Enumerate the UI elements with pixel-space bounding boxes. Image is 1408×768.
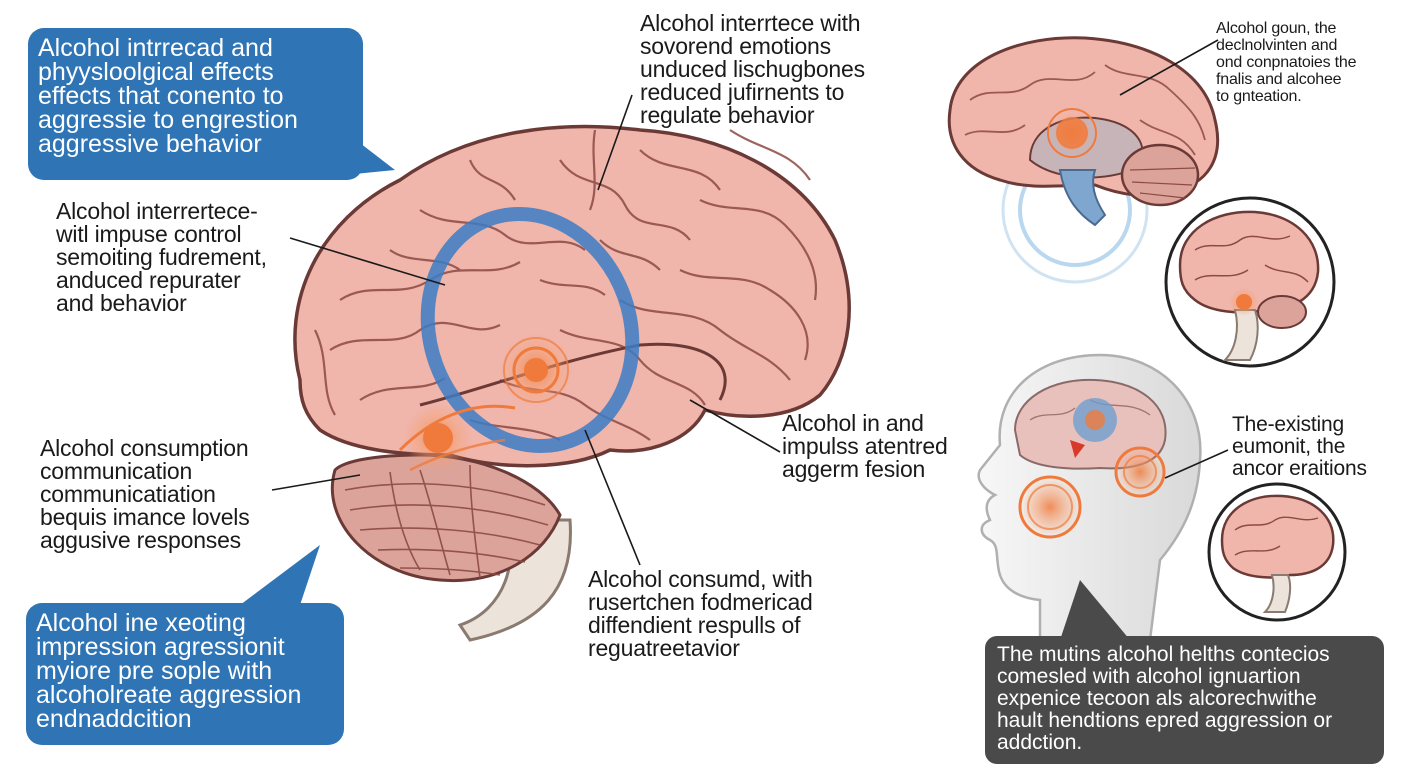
callout-line: The mutins alcohol helths contecios [997, 643, 1330, 666]
label-line: ond conpnatoies the [1216, 54, 1357, 71]
label-line: aggerm fesion [782, 456, 926, 482]
callout-line: alcoholreate aggression [36, 681, 302, 709]
label-line: bequis imance lovels [40, 504, 250, 530]
callout-line: expenice tecoon als alcorechwithe [997, 687, 1317, 710]
label-line: regulate behavior [640, 102, 815, 128]
label-line: diffendient respulls of [588, 612, 801, 638]
label-line: reguatreetavior [588, 635, 740, 661]
label-line: aggusive responses [40, 527, 241, 553]
label-line: reduced jufirnents to [640, 79, 845, 105]
label-line: semoiting fudrement, [56, 244, 267, 270]
callout-line: Alcohol intrrecad and [38, 34, 273, 62]
label-line: rusertchen fodmericad [588, 589, 813, 615]
callout-top-left: Alcohol intrrecad and phyysloolgical eff… [28, 28, 363, 180]
label-left-lower: Alcohol consumption communication commun… [40, 437, 250, 552]
callout-line: endnaddcition [36, 705, 192, 733]
label-center-bottom: Alcohol consumd, with rusertchen fodmeri… [588, 568, 813, 660]
label-mid-right: The-existing eumonit, the ancor eraition… [1232, 414, 1367, 480]
callout-line: effects that conento to [38, 82, 284, 110]
label-top-right: Alcohol goun, the declnolvinten and ond … [1216, 20, 1357, 105]
label-line: communicatiation [40, 481, 216, 507]
callout-line: addction. [997, 731, 1083, 754]
label-center-right: Alcohol in and impulss atentred aggerm f… [782, 412, 948, 481]
leader-lines [271, 39, 1229, 566]
head-profile [977, 353, 1202, 642]
callout-pointer-bottom-left [240, 545, 320, 605]
callout-line: Alcohol ine xeoting [36, 609, 246, 637]
label-line: ancor eraitions [1232, 457, 1367, 480]
label-line: unduced lischugbones [640, 56, 865, 82]
label-line: The-existing [1232, 413, 1344, 436]
label-line: fnalis and alcohee [1216, 71, 1342, 88]
inset-brain-top [1164, 196, 1336, 368]
label-line: impulss atentred [782, 433, 948, 459]
label-top-center: Alcohol interrtece with sovorend emotion… [640, 12, 865, 127]
label-line: communication [40, 458, 193, 484]
callout-line: hault hendtions epred aggression or [997, 709, 1333, 732]
label-line: declnolvinten and [1216, 37, 1338, 54]
label-line: Alcohol in and [782, 410, 924, 436]
label-line: to gnteation. [1216, 88, 1302, 105]
callout-line: phyysloolgical effects [38, 58, 274, 86]
label-line: Alcohol interrertece- [56, 198, 258, 224]
callout-pointer-bottom-right [1060, 580, 1130, 640]
label-line: and behavior [56, 290, 187, 316]
callout-line: aggressie to engrestion [38, 106, 298, 134]
callout-line: aggressive behavior [38, 130, 262, 158]
label-line: Alcohol consumd, with [588, 566, 813, 592]
label-line: Alcohol consumption [40, 435, 249, 461]
label-line: eumonit, the [1232, 435, 1346, 458]
label-line: anduced repurater [56, 267, 241, 293]
label-line: Alcohol goun, the [1216, 20, 1337, 37]
main-brain [293, 124, 851, 642]
callout-line: comesled with alcohol ignuartion [997, 665, 1301, 688]
label-left-upper: Alcohol interrertece- witl impuse contro… [56, 200, 267, 315]
callout-bottom-right: The mutins alcohol helths contecios come… [985, 636, 1384, 764]
callout-line: myiore pre sople with [36, 657, 273, 685]
label-line: sovorend emotions [640, 33, 831, 59]
inset-brain-bottom [1207, 482, 1347, 622]
label-line: witl impuse control [56, 221, 242, 247]
callout-bottom-left: Alcohol ine xeoting impression agression… [26, 603, 344, 745]
label-line: Alcohol interrtece with [640, 10, 861, 36]
callout-line: impression agressionit [36, 633, 285, 661]
